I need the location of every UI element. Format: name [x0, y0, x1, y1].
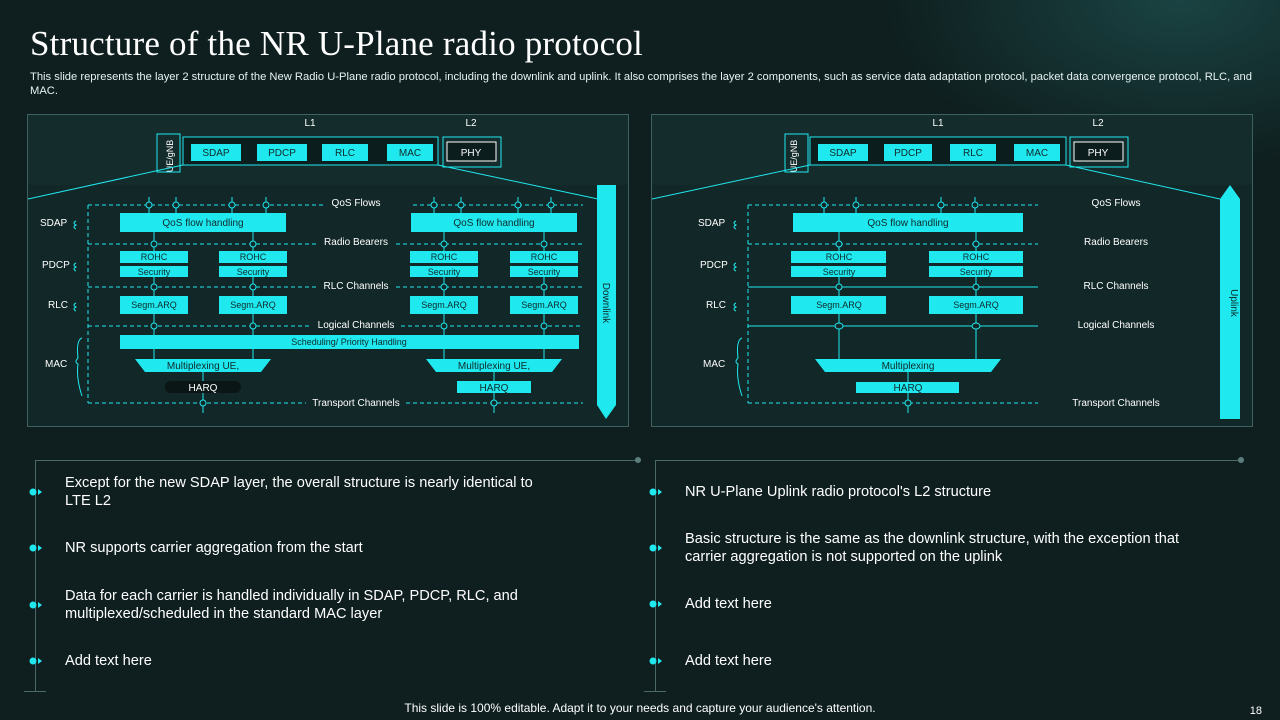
qos-block: QoS flow handling — [867, 218, 948, 229]
page-title: Structure of the NR U-Plane radio protoc… — [30, 24, 643, 63]
channel-radio-bearers: Radio Bearers — [1084, 237, 1148, 248]
node-label: UE/gNB — [165, 140, 175, 173]
left-bullet-text-2: NR supports carrier aggregation from the… — [65, 540, 363, 556]
security-2: Security — [960, 267, 993, 277]
security-4: Security — [528, 267, 561, 277]
rohc-2: ROHC — [240, 252, 267, 262]
node-label: UE/gNB — [789, 140, 799, 173]
security-3: Security — [428, 267, 461, 277]
channel-qos-flows: QoS Flows — [332, 198, 381, 209]
layer-label-l2: L2 — [1092, 118, 1104, 129]
mux-block: Multiplexing — [882, 361, 935, 372]
bullet-icon — [649, 657, 662, 665]
security-1: Security — [138, 267, 171, 277]
channel-qos-flows: QoS Flows — [1092, 198, 1141, 209]
bullet-icon — [29, 601, 42, 609]
downlink-diagram: L1 L2 UE/gNB SDAP PDCP RLC MAC PHY QoS F… — [27, 114, 629, 427]
rohc-3: ROHC — [431, 252, 458, 262]
bullet-icon — [649, 488, 662, 496]
side-label-sdap: SDAP — [698, 218, 726, 229]
security-2: Security — [237, 267, 270, 277]
security-1: Security — [823, 267, 856, 277]
side-label-pdcp: PDCP — [700, 260, 728, 271]
mux-block-1: Multiplexing UE, — [167, 361, 239, 372]
downlink-arrow-label: Downlink — [600, 283, 611, 325]
channel-rlc-channels: RLC Channels — [1083, 281, 1148, 292]
stack-rlc: RLC — [963, 148, 983, 159]
right-bullet-list: NR U-Plane Uplink radio protocol's L2 st… — [644, 457, 1245, 692]
channel-rlc-channels: RLC Channels — [323, 281, 388, 292]
rohc-4: ROHC — [531, 252, 558, 262]
right-bullet-text-1: NR U-Plane Uplink radio protocol's L2 st… — [685, 484, 992, 500]
left-bullet-text-3: Data for each carrier is handled individ… — [65, 588, 518, 622]
segm-arq-2: Segm.ARQ — [953, 300, 999, 310]
left-bullet-item-1: Except for the new SDAP layer, the overa… — [29, 474, 555, 510]
rohc-1: ROHC — [826, 252, 853, 262]
scheduling-block: Scheduling/ Priority Handling — [291, 337, 407, 347]
right-bullet-item-1: NR U-Plane Uplink radio protocol's L2 st… — [649, 483, 1175, 501]
bullet-icon — [29, 657, 42, 665]
rohc-2: ROHC — [963, 252, 990, 262]
right-bullet-text-4: Add text here — [685, 653, 772, 669]
layer-label-l1: L1 — [932, 118, 944, 129]
uplink-diagram: L1 L2 UE/gNB SDAP PDCP RLC MAC PHY QoS F… — [651, 114, 1253, 427]
segm-arq-4: Segm.ARQ — [521, 300, 567, 310]
qos-block-1: QoS flow handling — [162, 218, 243, 229]
side-label-pdcp: PDCP — [42, 260, 70, 271]
left-bullet-list: Except for the new SDAP layer, the overa… — [24, 457, 641, 692]
left-bullet-text-4: Add text here — [65, 653, 152, 669]
mux-block-2: Multiplexing UE, — [458, 361, 530, 372]
page-number: 18 — [1249, 705, 1262, 717]
segm-arq-1: Segm.ARQ — [816, 300, 862, 310]
right-bullet-item-4: Add text here — [649, 652, 1175, 670]
stack-phy: PHY — [461, 148, 482, 159]
stack-rlc: RLC — [335, 148, 355, 159]
rohc-1: ROHC — [141, 252, 168, 262]
bullet-icon — [649, 544, 662, 552]
channel-transport-channels: Transport Channels — [312, 398, 399, 409]
stack-mac: MAC — [399, 148, 421, 159]
channel-logical-channels: Logical Channels — [1078, 320, 1155, 331]
side-label-mac: MAC — [703, 359, 725, 370]
stack-phy: PHY — [1088, 148, 1109, 159]
footer-note: This slide is 100% editable. Adapt it to… — [404, 701, 876, 715]
harq-1: HARQ — [189, 383, 218, 394]
layer-label-l1: L1 — [304, 118, 316, 129]
segm-arq-2: Segm.ARQ — [230, 300, 276, 310]
left-bullet-text-1: Except for the new SDAP layer, the overa… — [65, 475, 533, 509]
side-label-rlc: RLC — [706, 300, 726, 311]
stack-sdap: SDAP — [202, 148, 230, 159]
harq-2: HARQ — [480, 383, 509, 394]
channel-transport-channels: Transport Channels — [1072, 398, 1159, 409]
left-bullet-item-4: Add text here — [29, 652, 555, 670]
right-bullet-text-2: Basic structure is the same as the downl… — [685, 531, 1179, 565]
side-label-rlc: RLC — [48, 300, 68, 311]
left-bullet-item-2: NR supports carrier aggregation from the… — [29, 539, 555, 557]
qos-block-2: QoS flow handling — [453, 218, 534, 229]
stack-sdap: SDAP — [829, 148, 857, 159]
channel-radio-bearers: Radio Bearers — [324, 237, 388, 248]
bullet-icon — [649, 600, 662, 608]
right-bullet-item-2: Basic structure is the same as the downl… — [649, 530, 1195, 566]
bullet-icon — [29, 488, 42, 496]
bullet-icon — [29, 544, 42, 552]
uplink-arrow-label: Uplink — [1228, 289, 1239, 318]
stack-pdcp: PDCP — [894, 148, 922, 159]
harq: HARQ — [894, 383, 923, 394]
channel-logical-channels: Logical Channels — [318, 320, 395, 331]
left-bullet-item-3: Data for each carrier is handled individ… — [29, 587, 555, 623]
layer-label-l2: L2 — [465, 118, 477, 129]
stack-mac: MAC — [1026, 148, 1048, 159]
right-bullet-item-3: Add text here — [649, 595, 1175, 613]
segm-arq-1: Segm.ARQ — [131, 300, 177, 310]
right-bullet-text-3: Add text here — [685, 596, 772, 612]
segm-arq-3: Segm.ARQ — [421, 300, 467, 310]
stack-pdcp: PDCP — [268, 148, 296, 159]
side-label-mac: MAC — [45, 359, 67, 370]
page-subtitle: This slide represents the layer 2 struct… — [30, 71, 1252, 97]
side-label-sdap: SDAP — [40, 218, 68, 229]
